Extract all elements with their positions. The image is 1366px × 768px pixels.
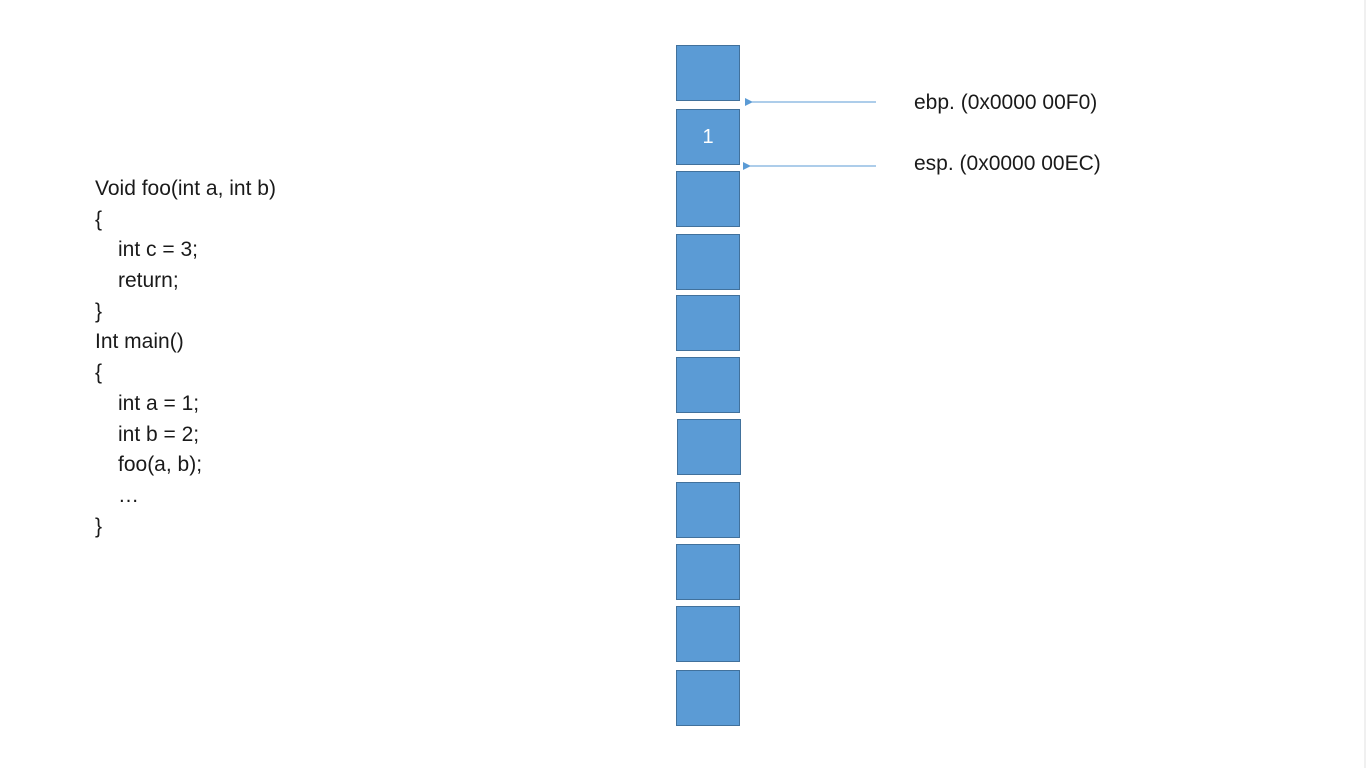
stack-cell: 1 xyxy=(676,109,740,165)
stack-cell xyxy=(676,171,740,227)
code-line: foo(a, b); xyxy=(118,453,203,477)
code-line: Void foo(int a, int b) xyxy=(95,177,276,200)
code-line: … xyxy=(118,483,139,507)
slide-edge-divider xyxy=(1364,0,1366,768)
ebp-label: ebp. (0x0000 00F0) xyxy=(914,91,1098,114)
code-line: } xyxy=(95,299,103,323)
code-line: int a = 1; xyxy=(118,391,200,415)
stack-cell xyxy=(677,419,741,475)
code-line: int c = 3; xyxy=(118,238,198,262)
code-line: return; xyxy=(118,269,179,293)
code-line: Int main() xyxy=(95,330,184,354)
code-line: { xyxy=(95,207,103,231)
code-block: Void foo(int a, int b) { int c = 3; retu… xyxy=(95,174,276,542)
code-line: int b = 2; xyxy=(118,422,200,446)
code-line: { xyxy=(95,361,103,385)
stack-cell xyxy=(676,670,740,726)
stack-cell xyxy=(676,45,740,101)
esp-label: esp. (0x0000 00EC) xyxy=(914,152,1101,175)
stack-cell xyxy=(676,606,740,662)
stack-cell xyxy=(676,234,740,290)
stack-cell xyxy=(676,295,740,351)
stack-cell xyxy=(676,482,740,538)
code-line: } xyxy=(95,514,103,538)
stack-cell xyxy=(676,544,740,600)
stack-cell xyxy=(676,357,740,413)
